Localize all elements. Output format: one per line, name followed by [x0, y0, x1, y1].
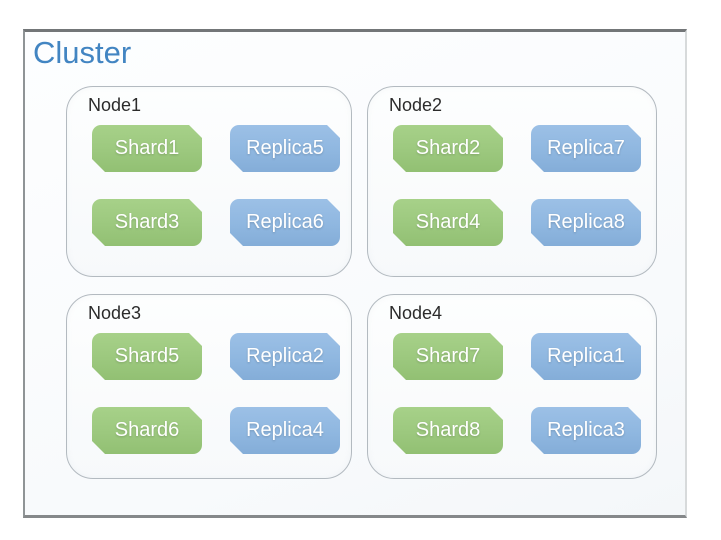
node-label: Node4: [389, 303, 443, 323]
shard-chip: Shard4: [393, 199, 503, 246]
shard-chip: Shard8: [393, 407, 503, 454]
cluster-title: Cluster: [33, 35, 132, 70]
node-box-node3: Node3 Shard5 Replica2 Shard6 Replica4: [66, 294, 352, 479]
replica-chip: Replica8: [531, 199, 641, 246]
nodes-grid: Node1 Shard1 Replica5 Shard3 Replica6 No…: [66, 86, 657, 479]
chips-grid: Shard2 Replica7 Shard4 Replica8: [393, 125, 641, 246]
shard-chip: Shard6: [92, 407, 202, 454]
node-label: Node2: [389, 95, 443, 115]
shard-chip: Shard5: [92, 333, 202, 380]
replica-chip: Replica4: [230, 407, 340, 454]
replica-chip: Replica3: [531, 407, 641, 454]
chips-grid: Shard7 Replica1 Shard8 Replica3: [393, 333, 641, 454]
replica-chip: Replica2: [230, 333, 340, 380]
replica-chip: Replica1: [531, 333, 641, 380]
node-label: Node3: [88, 303, 142, 323]
replica-chip: Replica7: [531, 125, 641, 172]
shard-chip: Shard3: [92, 199, 202, 246]
node-box-node4: Node4 Shard7 Replica1 Shard8 Replica3: [367, 294, 657, 479]
cluster-slide: Cluster Node1 Shard1 Replica5 Shard3 Rep…: [23, 29, 687, 518]
chips-grid: Shard1 Replica5 Shard3 Replica6: [92, 125, 340, 246]
shard-chip: Shard2: [393, 125, 503, 172]
node-box-node2: Node2 Shard2 Replica7 Shard4 Replica8: [367, 86, 657, 277]
shard-chip: Shard7: [393, 333, 503, 380]
node-box-node1: Node1 Shard1 Replica5 Shard3 Replica6: [66, 86, 352, 277]
chips-grid: Shard5 Replica2 Shard6 Replica4: [92, 333, 340, 454]
replica-chip: Replica5: [230, 125, 340, 172]
replica-chip: Replica6: [230, 199, 340, 246]
shard-chip: Shard1: [92, 125, 202, 172]
node-label: Node1: [88, 95, 142, 115]
